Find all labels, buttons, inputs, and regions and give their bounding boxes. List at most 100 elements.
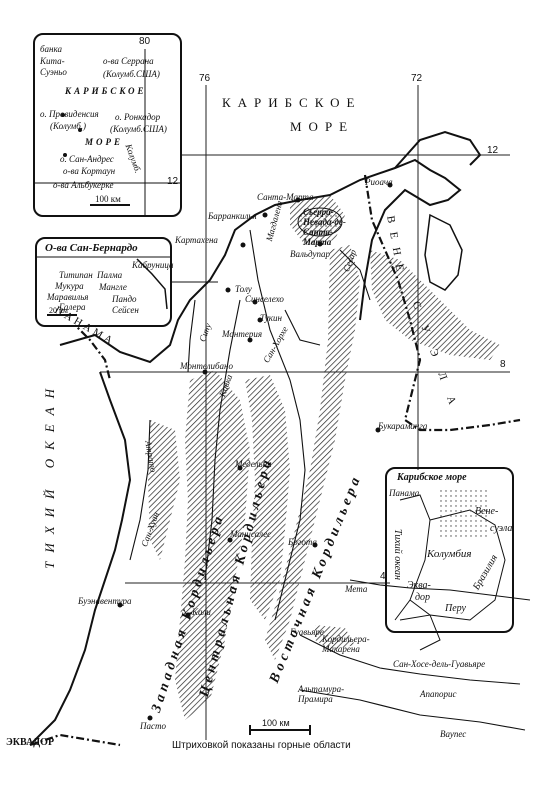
sanbernardo-label: Мукура: [55, 281, 84, 291]
coord-4: 4: [380, 571, 386, 582]
inset-scale-label: 100 км: [95, 194, 121, 204]
inset-label: МОРЕ: [85, 137, 124, 147]
inset-label: (Колумб.США): [110, 124, 167, 134]
city-label: Санта-Марта: [257, 192, 314, 202]
rivers: [129, 229, 531, 731]
inset-label: КАРИБСКОЕ: [65, 86, 147, 96]
city-label: Букараманга: [378, 421, 428, 431]
city-label: Буэнавентура: [78, 596, 132, 606]
river-label: Мета: [345, 584, 368, 594]
inset-coord-12: 12: [167, 176, 179, 187]
main-scale-label: 100 км: [262, 718, 290, 728]
inset-label: о-ва Альбукерке: [53, 180, 114, 190]
map-caption: Штриховкой показаны горные области: [172, 740, 351, 751]
inset-label: Кита-: [40, 56, 65, 66]
sanbernardo-label: Галера: [59, 302, 86, 312]
mountain-areas: [148, 195, 500, 720]
region-label: Эква-: [407, 580, 431, 591]
region-label: Колумбия: [427, 548, 472, 560]
inset-label: банка: [40, 44, 62, 54]
sanjorge-river: [284, 309, 321, 346]
sanbernardo-label: Сейсен: [112, 305, 139, 315]
city-label: Кали: [192, 607, 211, 617]
feature-label: Кордильера-Макарена: [322, 634, 370, 654]
city-label: Картахена: [175, 235, 218, 245]
sanbernardo-label: Титипан: [59, 270, 93, 280]
pacific-ocean-label: ТИХИЙ ОКЕАН: [42, 380, 57, 569]
guajira-peninsula: [394, 130, 482, 169]
caribbean-sea-label: МОРЕ: [290, 119, 355, 134]
region-label: Панама: [389, 488, 420, 498]
region-label: суэла: [490, 523, 513, 534]
maracaibo-lake: [424, 213, 463, 291]
coord-8: 8: [500, 359, 506, 370]
coord-12: 12: [487, 145, 499, 156]
meta-river: [349, 579, 531, 601]
city-label: Пасто: [140, 721, 166, 731]
coord-76: 76: [199, 73, 211, 84]
inset-coord-80: 80: [139, 36, 151, 47]
city-label: Толу: [235, 284, 252, 294]
inset-label: о-ва Серрана: [103, 56, 154, 66]
cauca-river: [204, 299, 241, 581]
sanbernardo-scale: 20 км: [49, 306, 68, 315]
inset-label: Суэньо: [40, 67, 67, 77]
river-label: Гуавьяре: [290, 627, 324, 637]
city-label: Богота: [288, 537, 317, 547]
guaviare-river: [299, 634, 521, 685]
city-label: Монтерия: [222, 329, 263, 339]
city-markers: [117, 182, 393, 721]
sanbernardo-title: О-ва Сан-Бернардо: [45, 242, 138, 254]
sanbernardo-graphic: [37, 256, 170, 316]
region-label: Вене-: [475, 506, 499, 517]
coord-72: 72: [411, 73, 423, 84]
sanbernardo-label: Кабруница: [132, 260, 174, 270]
inset-label: (Колумб.США): [103, 69, 160, 79]
inset-label: (Колумб.): [50, 121, 86, 131]
city-label: Тукин: [260, 313, 282, 323]
region-label: Бразилия: [471, 552, 501, 592]
river-label: Ваупес: [440, 729, 467, 739]
islands-inset-graphic: [35, 49, 180, 215]
borders: [29, 174, 521, 747]
feature-label: Альтамура-Прамира: [298, 684, 345, 704]
sinu-river: [187, 299, 196, 373]
cesar-river: [339, 249, 371, 301]
sanbernardo-label: Маравилья: [47, 292, 89, 302]
sierra-nevada-area: [297, 207, 343, 237]
city-label: Барранкилья: [208, 211, 257, 221]
inset-label: о. Сан-Андрес: [60, 154, 114, 164]
region-label: Перу: [445, 603, 466, 614]
magdalena-river: [249, 229, 306, 621]
city-label: Сан-Хосе-дель-Гуавьяре: [393, 659, 486, 669]
city-label: Синселехо: [245, 294, 284, 304]
caribbean-sea-label: КАРИБСКОЕ: [222, 95, 362, 110]
feature-label: Сьерра-Невада-де-Санта-Марта: [303, 207, 346, 247]
inset-label: о-ва Кортаун: [63, 166, 116, 176]
region-label: дор: [415, 592, 431, 603]
city-label: Медельин: [235, 459, 272, 469]
ecuador-label: ЭКВАДОР: [6, 737, 55, 748]
city-label: Монтелибано: [180, 361, 234, 371]
city-label: Манисалес: [230, 529, 272, 539]
region-inset-shapes: [394, 490, 506, 651]
river-label: Апапорис: [420, 689, 457, 699]
main-scale-bar: [249, 725, 311, 735]
islands-inset: 80 12 банка Кита- Суэньо о-ва Серрана (К…: [33, 33, 182, 217]
sanbernardo-label: Мангле: [99, 282, 127, 292]
inset-label: о. Ронкадор: [115, 112, 161, 122]
region-label: Тихий океан: [392, 529, 403, 580]
sanbernardo-inset: О-ва Сан-Бернардо Титипан Мукура Маравил…: [35, 237, 174, 327]
atrato-river: [129, 419, 151, 561]
vaupes-river: [299, 689, 526, 731]
region-title: Карибское море: [397, 472, 467, 483]
city-label: Риоача: [365, 177, 393, 187]
sanbernardo-label: Пандо: [112, 294, 137, 304]
region-inset: Карибское море Панама Вене- суэла Тихий …: [385, 467, 514, 633]
inset-label: о. Провиденсия: [40, 109, 99, 119]
sanbernardo-label: Палма: [97, 270, 123, 280]
border-venezuela: [363, 174, 521, 432]
city-label: Вальдупар: [290, 249, 330, 259]
